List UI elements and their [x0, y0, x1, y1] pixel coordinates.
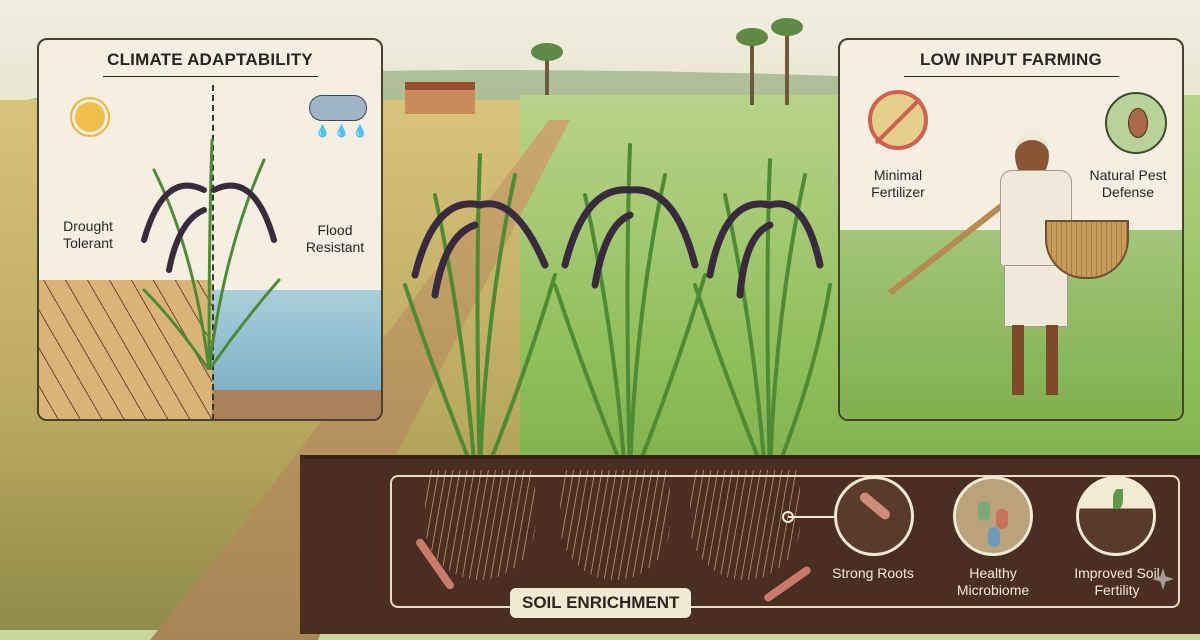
cracked-dry-soil: [39, 280, 212, 419]
natural-pest-defense-label: Natural Pest Defense: [1089, 167, 1167, 200]
panel-title: LOW INPUT FARMING: [840, 50, 1182, 77]
no-fertilizer-icon: [868, 90, 928, 150]
low-input-farming-panel: LOW INPUT FARMING Minimal Fertilizer Nat…: [838, 38, 1184, 421]
divider-dashed-line: [212, 85, 214, 419]
root-system: [425, 470, 535, 580]
flood-resistant-label: Flood Resistant: [305, 222, 365, 255]
palm-tree: [736, 28, 768, 105]
farmhouse: [405, 82, 475, 114]
minimal-fertilizer-label: Minimal Fertilizer: [871, 167, 925, 200]
panel-title: CLIMATE ADAPTABILITY: [39, 50, 381, 77]
microbes-icon: [953, 476, 1033, 556]
soil-enrichment-frame: [390, 475, 1180, 608]
soil-enrichment-title: SOIL ENRICHMENT: [510, 588, 692, 618]
black-rice-plants: [403, 143, 832, 475]
rice-plant-icon: [141, 138, 281, 370]
mud-layer: [212, 390, 381, 419]
connector-line: [782, 511, 834, 523]
climate-adaptability-panel: CLIMATE ADAPTABILITY 💧💧💧 Drought Toleran…: [37, 38, 383, 421]
palm-tree: [771, 18, 803, 105]
rain-cloud-icon: [309, 95, 367, 121]
root-system: [690, 470, 800, 580]
sun-icon: [75, 102, 105, 132]
sprout-icon: [1076, 476, 1156, 556]
earthworm-icon: [834, 476, 914, 556]
beetle-icon: [1105, 92, 1167, 154]
strong-roots-label: Strong Roots: [832, 565, 914, 581]
healthy-microbiome-label: Healthy Microbiome: [956, 565, 1030, 598]
raindrops-icon: 💧💧💧: [315, 124, 372, 138]
flood-water: [212, 290, 381, 390]
drought-tolerant-label: Drought Tolerant: [63, 218, 113, 251]
improved-soil-fertility-label: Improved Soil Fertility: [1074, 565, 1160, 598]
palm-tree: [531, 43, 563, 95]
root-system: [560, 470, 670, 580]
